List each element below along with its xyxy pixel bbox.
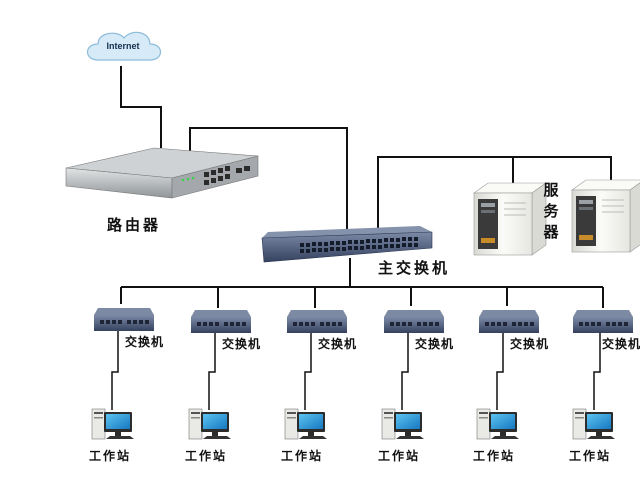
access-switch-label-2: 交换机 <box>222 337 262 351</box>
cable-main-switch-servers <box>377 156 612 235</box>
cable-switch-workstation <box>111 331 601 410</box>
cable-internet-router <box>120 66 162 148</box>
access-switch-label-4: 交换机 <box>415 337 455 351</box>
internet-cloud <box>86 31 162 61</box>
router-label: 路由器 <box>107 216 162 234</box>
workstation-label-6: 工作站 <box>569 449 612 463</box>
access-switch-6 <box>573 310 633 333</box>
server-device-1 <box>473 182 547 256</box>
access-switch-3 <box>287 310 347 333</box>
workstation-label-5: 工作站 <box>473 449 516 463</box>
workstation-4 <box>381 408 425 440</box>
main-switch-label: 主交换机 <box>378 259 451 277</box>
access-switch-4 <box>384 310 444 333</box>
workstation-3 <box>284 408 328 440</box>
access-switch-1 <box>94 308 154 331</box>
access-switch-2 <box>191 310 251 333</box>
access-switch-label-5: 交换机 <box>510 337 550 351</box>
workstation-label-4: 工作站 <box>378 449 421 463</box>
workstation-label-1: 工作站 <box>89 449 132 463</box>
server-device-2 <box>571 179 640 253</box>
router-device <box>65 147 259 199</box>
workstation-6 <box>572 408 616 440</box>
cable-router-main-switch <box>189 127 348 232</box>
server-label: 服务器 <box>543 181 559 241</box>
workstation-label-3: 工作站 <box>281 449 324 463</box>
cable-lines <box>120 66 612 288</box>
access-switch-label-6: 交换机 <box>602 337 640 351</box>
workstation-5 <box>476 408 520 440</box>
workstation-2 <box>188 408 232 440</box>
access-switch-label-3: 交换机 <box>318 337 358 351</box>
internet-label: Internet <box>106 41 140 51</box>
main-switch-device <box>261 226 433 263</box>
workstation-label-2: 工作站 <box>185 449 228 463</box>
cable-bus-drops <box>120 287 604 308</box>
workstation-1 <box>91 408 135 440</box>
access-switch-label-1: 交换机 <box>125 335 165 349</box>
access-switch-5 <box>479 310 539 333</box>
